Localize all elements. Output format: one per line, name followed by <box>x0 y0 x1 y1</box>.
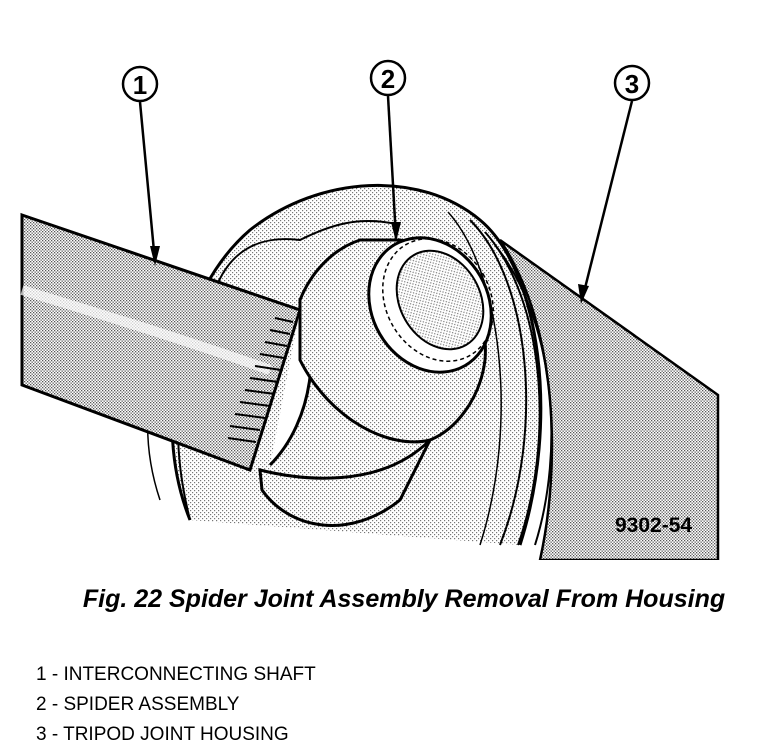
illustration: 1 2 3 9302-54 <box>20 59 720 560</box>
figure-caption: Fig. 22 Spider Joint Assembly Removal Fr… <box>82 585 726 613</box>
callout-1: 1 <box>121 65 160 266</box>
figure-code: 9302-54 <box>615 514 692 537</box>
legend-item-2: 2 - SPIDER ASSEMBLY <box>36 694 240 715</box>
legend-item-1: 1 - INTERCONNECTING SHAFT <box>36 664 316 685</box>
spider-assembly <box>258 236 494 527</box>
legend-item-3: 3 - TRIPOD JOINT HOUSING <box>36 724 289 745</box>
callout-3: 3 <box>578 64 651 304</box>
callout-1-label: 1 <box>133 70 147 100</box>
callout-2-label: 2 <box>381 64 395 94</box>
legend: 1 - INTERCONNECTING SHAFT 2 - SPIDER ASS… <box>36 660 316 750</box>
callout-2: 2 <box>369 59 407 242</box>
callout-3-label: 3 <box>625 69 639 99</box>
